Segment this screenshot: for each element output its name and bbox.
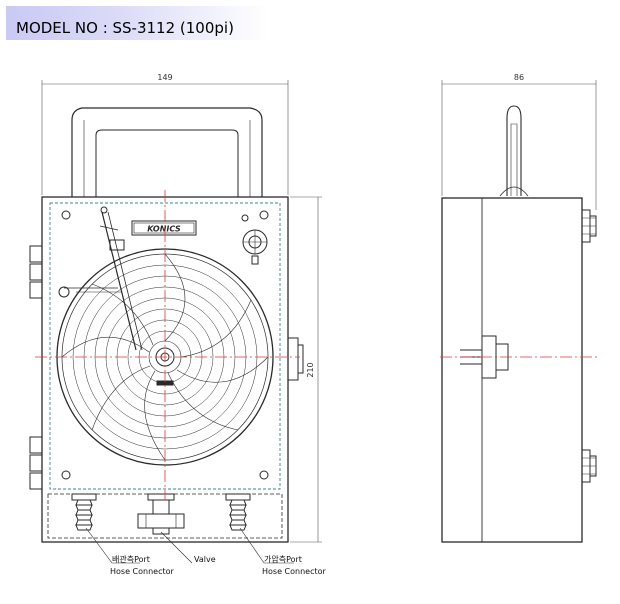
left-port-label: 배관측Port: [112, 554, 150, 564]
valve-label: Valve: [194, 555, 216, 564]
brand-logo: [131, 220, 197, 236]
height-dimension-label: 210: [306, 362, 315, 377]
brand-logo-text: KONICS: [147, 225, 181, 234]
front-view: [29, 80, 322, 564]
width-dimension-label: 149: [157, 73, 172, 82]
depth-dimension-label: 86: [514, 73, 524, 82]
right-port-hose-connector-label: Hose Connector: [262, 567, 327, 576]
side-view: [441, 80, 597, 543]
right-port-label: 가압측Port: [264, 555, 302, 564]
front-centerlines: [35, 190, 300, 500]
model-number-title: MODEL NO : SS-3112 (100pi): [16, 19, 234, 37]
left-port-hose-connector-label: Hose Connector: [110, 567, 175, 576]
model-banner: MODEL NO : SS-3112 (100pi): [6, 6, 268, 40]
